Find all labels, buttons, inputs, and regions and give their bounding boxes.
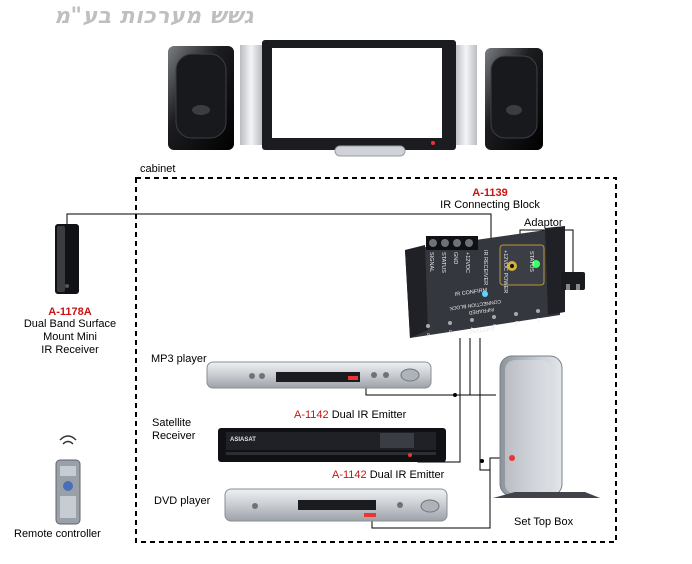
- emitters-label: EMITTERS: [468, 325, 495, 335]
- connecting-block-code: A-1139: [472, 187, 508, 199]
- satellite-receiver: ASIASAT: [218, 428, 446, 462]
- receiver-desc-2: Mount Mini: [43, 331, 97, 343]
- right-speaker: [485, 48, 543, 150]
- emitter-number: 6: [427, 331, 430, 337]
- emitter-number: 1: [537, 316, 540, 322]
- emitter-1-code: A-1142: [294, 409, 329, 421]
- wire-junctions: [453, 393, 484, 463]
- emitter-2-name: Dual IR Emitter: [366, 469, 445, 481]
- remote-controller: [55, 435, 81, 525]
- connecting-block-name: IR Connecting Block: [440, 199, 540, 211]
- terminal-label: SIGNAL: [428, 252, 434, 272]
- cabinet-label: cabinet: [140, 163, 176, 175]
- dvd-player: [224, 488, 448, 522]
- receiver-desc-1: Dual Band Surface: [23, 318, 117, 330]
- status-label: STATUS: [528, 251, 534, 272]
- satellite-brand: ASIASAT: [230, 437, 256, 443]
- flat-panel-tv: [240, 40, 477, 157]
- terminal-label: GND: [452, 252, 458, 264]
- company-title: גשש מערכות בע"מ: [54, 4, 254, 29]
- block-printed-text: SIGNAL STATUS GND +12VDC IR RECEIVER +12…: [427, 250, 540, 337]
- emitter-number: 2: [515, 319, 518, 325]
- emitter-1-name: Dual IR Emitter: [328, 409, 407, 421]
- dvd-player-label: DVD player: [154, 495, 211, 507]
- receiver-code: A-1178A: [48, 306, 92, 318]
- ir-receiver-label: IR RECEIVER: [482, 250, 488, 285]
- terminal-label: +12VDC: [464, 252, 470, 273]
- emitter-2-code: A-1142: [332, 469, 367, 481]
- emitter-number: 4: [471, 325, 474, 331]
- satellite-label-1: Satellite: [152, 417, 192, 429]
- terminal-label: STATUS: [440, 252, 446, 273]
- satellite-label-2: Receiver: [152, 430, 196, 442]
- remote-controller-label: Remote controller: [14, 528, 101, 540]
- set-top-box: [493, 355, 600, 498]
- power-adaptor: [561, 272, 585, 290]
- adaptor-label: Adaptor: [524, 217, 563, 229]
- receiver-desc-3: IR Receiver: [41, 344, 99, 356]
- left-speaker: [168, 46, 234, 150]
- emitter-2-label: A-1142 Dual IR Emitter: [332, 469, 444, 481]
- emitter-number: 3: [493, 322, 496, 328]
- ir-connecting-block: [405, 226, 565, 338]
- set-top-box-label: Set Top Box: [514, 516, 574, 528]
- block-title-1: INFRARED: [468, 306, 495, 316]
- power-label: +12VDC POWER: [502, 250, 508, 293]
- cabinet-border: [135, 177, 617, 543]
- ir-receiver-device: [55, 224, 79, 294]
- mp3-player: [206, 361, 432, 389]
- mp3-player-label: MP3 player: [151, 353, 207, 365]
- emitter-number: 5: [449, 328, 452, 334]
- ir-confirm-label: IR CONFIRM: [454, 287, 488, 298]
- emitter-1-label: A-1142 Dual IR Emitter: [294, 409, 406, 421]
